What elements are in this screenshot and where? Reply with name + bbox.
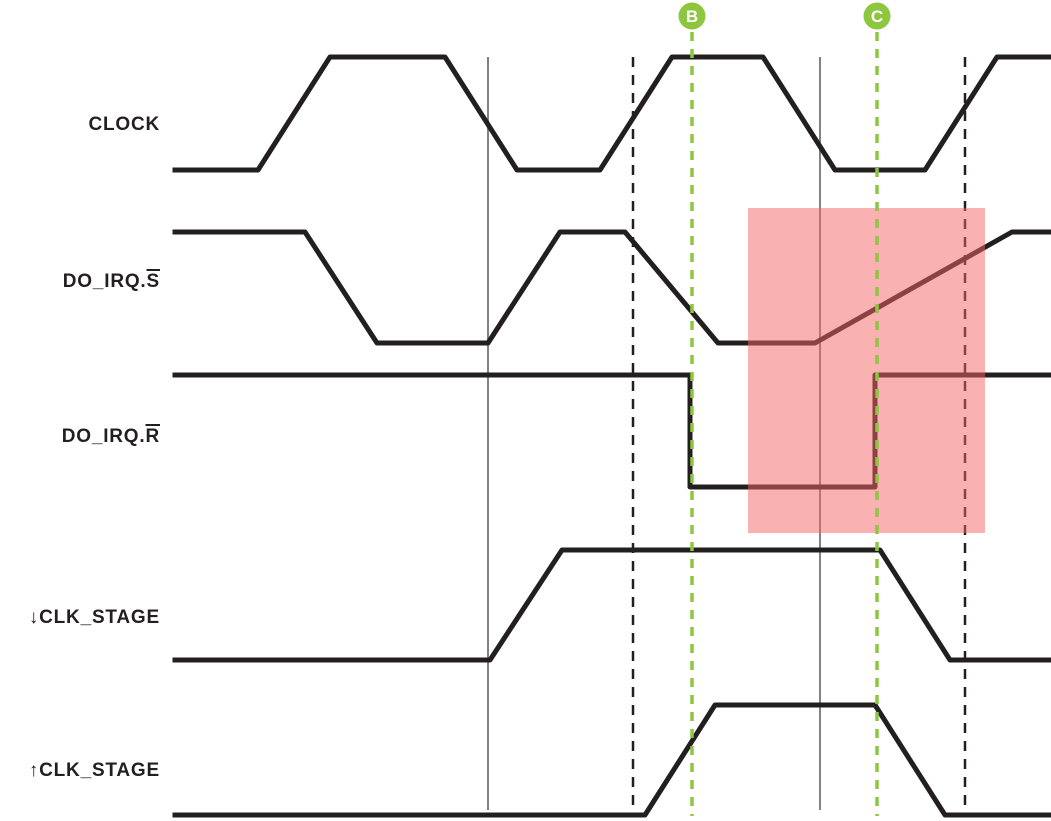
signal-label-text: CLOCK — [88, 114, 160, 135]
signal-label-text: DO_IRQ. — [62, 271, 147, 292]
signal-label-clk-stage-up: ↑CLK_STAGE — [29, 760, 160, 782]
marker-badge-label-c: C — [871, 7, 883, 26]
marker-badge-label-b: B — [686, 7, 698, 26]
waveform-clock — [172, 54, 1051, 173]
marker-badge-c — [863, 2, 891, 30]
marker-badge-b — [678, 2, 706, 30]
signal-label-clk-stage-down: ↓CLK_STAGE — [29, 607, 160, 629]
highlight-region — [748, 208, 985, 533]
signal-label-do-irq-s: DO_IRQ.S — [63, 271, 160, 293]
signal-label-text: ↓CLK_STAGE — [28, 607, 160, 628]
signal-label-overline: S — [146, 271, 160, 292]
signal-label-do-irq-r: DO_IRQ.R — [62, 426, 160, 448]
waveform-clk-stage-up — [172, 702, 1051, 818]
signal-label-overline: R — [145, 426, 160, 447]
signal-label-text: DO_IRQ. — [61, 426, 146, 447]
signal-label-clock: CLOCK — [88, 114, 160, 136]
waveform-clk-stage-down — [172, 547, 1051, 663]
signal-label-text: ↑CLK_STAGE — [28, 760, 160, 781]
